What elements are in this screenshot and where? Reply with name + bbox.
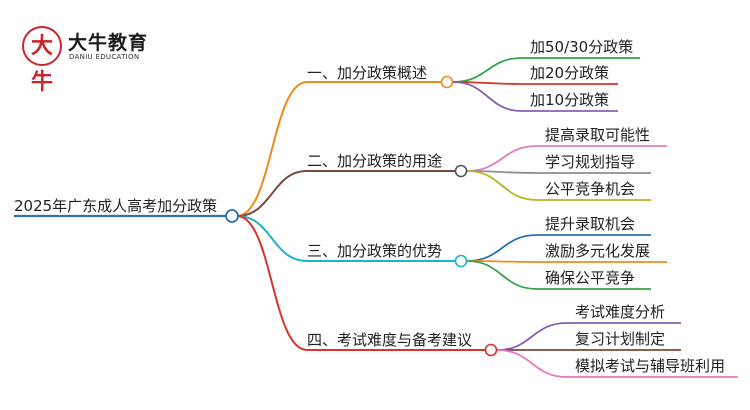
leaf-label: 确保公平竞争 <box>545 269 636 287</box>
root-node-circle <box>225 209 239 223</box>
leaf-label: 学习规划指导 <box>545 153 636 171</box>
leaf-label: 模拟考试与辅导班利用 <box>575 357 726 375</box>
branch-connector <box>236 215 308 262</box>
branch-connector <box>236 170 308 217</box>
leaf-label: 提升录取机会 <box>545 215 636 233</box>
logo: 大牛 大牛教育 DANIU EDUCATION <box>20 22 180 95</box>
leaf-label: 提高录取可能性 <box>545 126 651 144</box>
leaf-label: 复习计划制定 <box>575 330 666 348</box>
leaf-label: 加20分政策 <box>530 64 610 82</box>
leaf-connector <box>452 57 523 83</box>
leaf-connector <box>496 322 568 351</box>
leaf-connector <box>496 349 568 378</box>
leaf-connector <box>466 170 538 201</box>
leaf-connector <box>452 81 523 112</box>
leaf-label: 加50/30分政策 <box>530 38 634 56</box>
leaf-label: 激励多元化发展 <box>545 242 651 260</box>
leaf-connector <box>466 260 538 290</box>
logo-title: 大牛教育 <box>68 32 149 54</box>
branch-node-circle <box>454 164 468 178</box>
leaf-label: 公平竞争机会 <box>545 180 636 198</box>
root-node-label: 2025年广东成人高考加分政策 <box>14 197 218 215</box>
branch-label-overview: 一、加分政策概述 <box>307 64 428 82</box>
branch-label-advantages: 三、加分政策的优势 <box>307 242 443 260</box>
branch-node-circle <box>440 75 454 89</box>
branch-connector <box>236 215 308 351</box>
leaf-connector <box>466 145 538 172</box>
leaf-label: 考试难度分析 <box>575 303 666 321</box>
branch-label-uses: 二、加分政策的用途 <box>307 152 443 170</box>
branch-connector <box>236 81 308 217</box>
branch-node-circle <box>454 254 468 268</box>
leaf-label: 加10分政策 <box>530 91 610 109</box>
daniu-logo-icon: 大牛 <box>22 26 62 95</box>
logo-subtitle: DANIU EDUCATION <box>69 53 140 61</box>
leaf-connector <box>466 234 538 262</box>
branch-node-circle <box>484 343 498 357</box>
branch-label-exam-advice: 四、考试难度与备考建议 <box>307 331 473 349</box>
